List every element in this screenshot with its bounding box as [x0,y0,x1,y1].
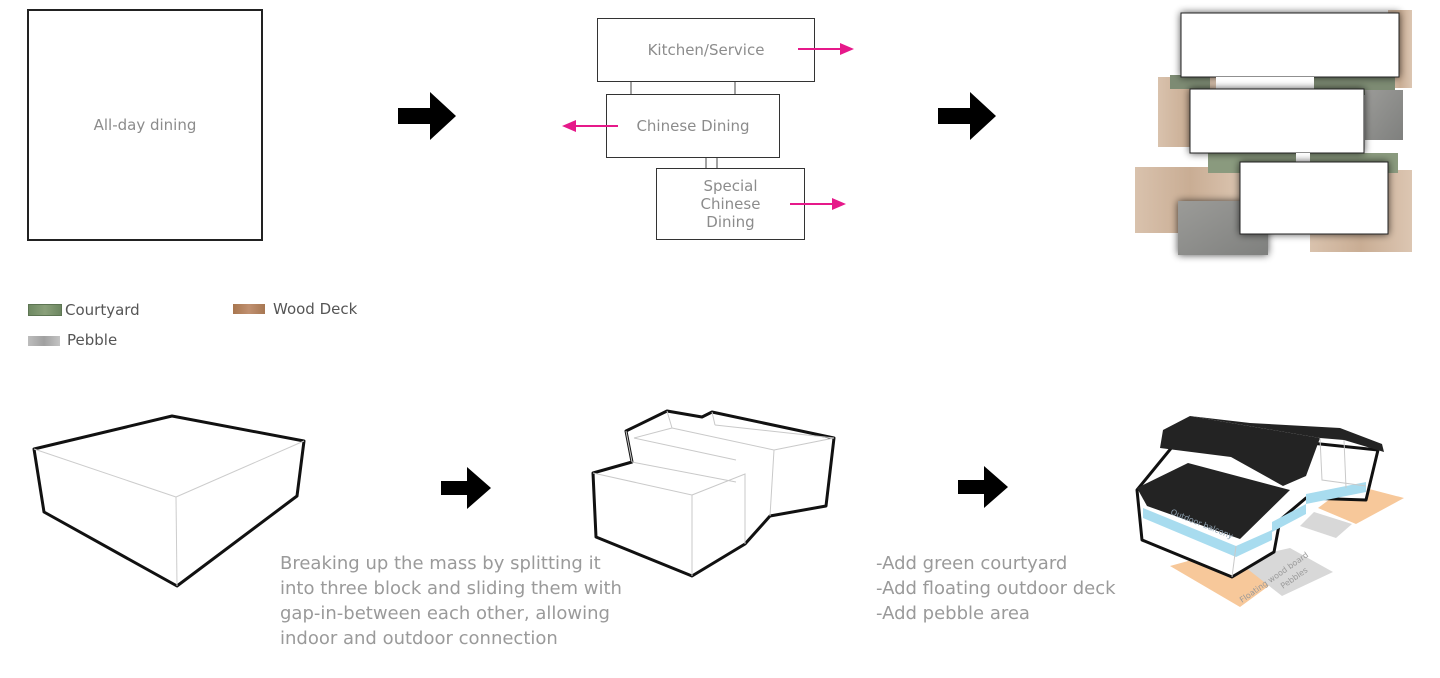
all-day-dining-box: All-day dining [27,9,263,241]
pebble-swatch [28,336,60,346]
massing-caption-line: gap-in-between each other, allowing [280,603,610,624]
process-arrow-icon [958,466,1008,508]
additions-caption: -Add green courtyard -Add floating outdo… [876,551,1116,626]
legend-label-wood-deck: Wood Deck [273,300,358,318]
massing-caption-line: Breaking up the mass by splitting it [280,553,601,574]
material-collage [1135,10,1412,255]
legend-label-courtyard: Courtyard [65,301,140,319]
process-arrow-icon [938,92,996,140]
kitchen-out-arrow-icon [798,43,854,55]
additions-caption-line: -Add green courtyard [876,553,1068,574]
legend-label-pebble: Pebble [67,331,118,349]
process-arrow-icon [441,467,491,509]
chinese-dining-label: Chinese Dining [636,117,750,135]
kitchen-service-box: Kitchen/Service [597,18,815,82]
chinese-dining-box: Chinese Dining [606,94,780,158]
massing-caption: Breaking up the mass by splitting it int… [280,551,622,651]
special-chinese-dining-box: Special Chinese Dining [656,168,805,240]
special-chinese-dining-label: Special Chinese Dining [700,177,761,231]
all-day-dining-label: All-day dining [93,116,197,134]
special-dining-out-arrow-icon [790,198,846,210]
additions-caption-line: -Add pebble area [876,603,1030,624]
chinese-dining-out-arrow-icon [562,120,618,132]
courtyard-swatch [28,304,62,316]
process-arrow-icon [398,92,456,140]
massing-caption-line: into three block and sliding them with [280,578,622,599]
kitchen-service-label: Kitchen/Service [647,41,765,59]
wood-deck-swatch [233,304,265,314]
massing-caption-line: indoor and outdoor connection [280,628,558,649]
additions-caption-line: -Add floating outdoor deck [876,578,1116,599]
